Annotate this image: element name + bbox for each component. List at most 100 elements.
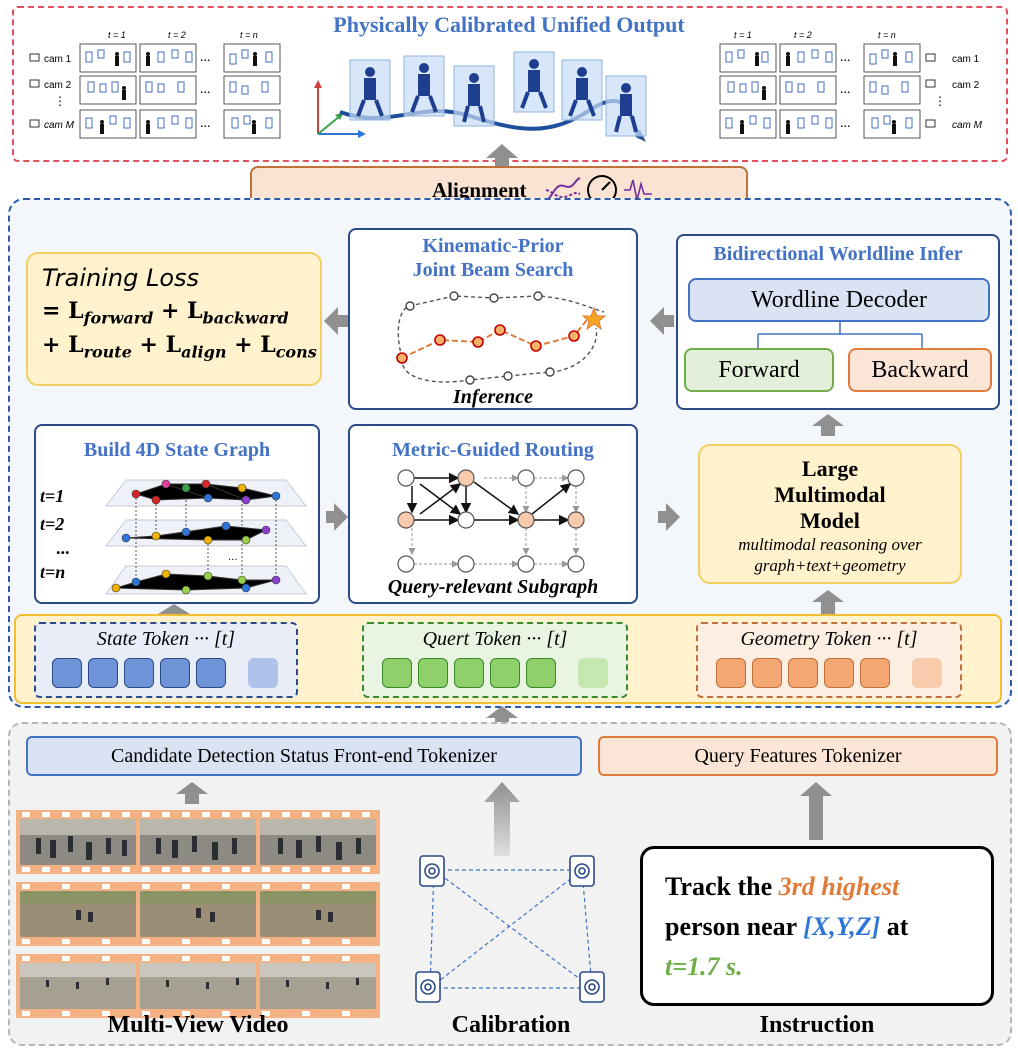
query-token — [526, 658, 556, 688]
geometry-token — [752, 658, 782, 688]
t-label: ... — [56, 538, 70, 558]
highlight-time: t=1.7 s. — [665, 952, 743, 981]
right-camera-grid: t = 1 t = 2 t = n cam 1 cam 2 ⋮ cam M — [718, 30, 998, 142]
vertical-ellipsis: ⋮ — [54, 94, 66, 108]
cam-label: cam 1 — [44, 54, 72, 65]
up-arrow — [486, 144, 518, 168]
up-arrow — [484, 782, 520, 856]
layer-ellipsis: ... — [228, 552, 238, 563]
up-arrow — [800, 782, 832, 840]
time-label: t = 2 — [168, 30, 186, 40]
state-graph-title: Build 4D State Graph — [83, 439, 271, 461]
time-label: t = n — [878, 30, 896, 40]
ellipsis: ... — [200, 116, 211, 131]
geometry-token-row: Geometry Token ··· [t] — [696, 622, 962, 698]
training-loss-title: Training Loss — [42, 264, 200, 292]
lmm-box: Large Multimodal Model multimodal reason… — [698, 444, 962, 584]
routing-panel: Metric-Guided Routing Query-relevant Sub… — [348, 424, 638, 604]
lmm-sub2: graph+text+geometry — [754, 556, 906, 575]
ellipsis: ... — [200, 82, 211, 97]
query-token — [418, 658, 448, 688]
geometry-token — [716, 658, 746, 688]
geometry-token — [860, 658, 890, 688]
beam-search-panel: Kinematic-Prior Joint Beam Search Infere… — [348, 228, 638, 410]
time-label: t = 1 — [734, 30, 752, 40]
cam-label: cam M — [952, 120, 982, 131]
highlight-coords: [X,Y,Z] — [803, 912, 881, 941]
beam-title-line2: Joint Beam Search — [412, 259, 574, 281]
time-label: t = 2 — [794, 30, 812, 40]
calibration-cameras — [415, 855, 605, 1003]
t-label: t=n — [40, 562, 66, 582]
routing-subgraph — [397, 469, 585, 573]
geometry-token — [912, 658, 942, 688]
state-token — [52, 658, 82, 688]
multi-view-video-strips — [16, 810, 380, 1018]
state-token-label: State Token ··· [t] — [96, 628, 236, 650]
routing-caption: Query-relevant Subgraph — [387, 576, 599, 598]
camera-frames — [719, 43, 936, 139]
vertical-ellipsis: ⋮ — [934, 94, 946, 108]
left-camera-grid: t = 1 t = 2 t = n cam 1 cam 2 ⋮ cam M — [28, 30, 288, 142]
state-graph-panel: Build 4D State Graph t=1 t=2 ... t=n ... — [34, 424, 320, 604]
forward-box: Forward — [684, 348, 834, 392]
lmm-sub1: multimodal reasoning over — [738, 535, 922, 554]
geometry-token-label: Geometry Token ··· [t] — [740, 628, 918, 650]
query-token-label: Quert Token ··· [t] — [422, 628, 568, 650]
bidirectional-title: Bidirectional Worldline Infer — [713, 243, 963, 265]
routing-title: Metric-Guided Routing — [392, 439, 594, 461]
video-label: Multi-View Video — [107, 1012, 289, 1038]
lmm-line3: Model — [800, 508, 860, 533]
cam-label: cam 2 — [44, 80, 72, 91]
loss-line-1: = Lforward + Lbackward — [42, 298, 289, 328]
state-token — [88, 658, 118, 688]
cam-label: cam 2 — [952, 80, 980, 91]
query-token — [454, 658, 484, 688]
state-graph-layers: ... — [104, 479, 308, 595]
backward-box: Backward — [848, 348, 992, 392]
cam-label: cam M — [44, 120, 74, 131]
lmm-line2: Multimodal — [774, 482, 886, 507]
highlight-rank: 3rd highest — [778, 872, 900, 901]
right-arrow — [326, 503, 348, 531]
instruction-text: Track the 3rd highest person near [X,Y,Z… — [665, 872, 909, 981]
time-label: t = 1 — [108, 30, 126, 40]
ellipsis: ... — [840, 116, 851, 131]
query-token — [578, 658, 608, 688]
left-arrow — [650, 307, 674, 335]
forward-label: Forward — [718, 357, 800, 383]
up-arrow — [176, 782, 208, 804]
up-arrow — [486, 706, 518, 734]
query-token — [490, 658, 520, 688]
state-token-row: State Token ··· [t] — [34, 622, 298, 698]
t-label: t=1 — [40, 486, 65, 506]
right-arrow — [658, 503, 680, 531]
geometry-token — [788, 658, 818, 688]
cam-label: cam 1 — [952, 54, 980, 65]
output-title: Physically Calibrated Unified Output — [333, 12, 685, 37]
beam-search-graph — [396, 291, 607, 385]
query-token — [382, 658, 412, 688]
left-arrow — [324, 307, 348, 335]
beam-caption: Inference — [453, 386, 533, 408]
state-token — [124, 658, 154, 688]
instruction-label: Instruction — [759, 1012, 875, 1038]
candidate-tokenizer-label: Candidate Detection Status Front-end Tok… — [111, 745, 497, 767]
bidirectional-panel: Bidirectional Worldline Infer Wordline D… — [676, 234, 1000, 410]
geometry-token — [824, 658, 854, 688]
query-tokenizer-box: Query Features Tokenizer — [598, 736, 998, 776]
unified-output-region — [12, 6, 1008, 162]
state-token — [248, 658, 278, 688]
t-label: t=2 — [40, 514, 65, 534]
up-arrow — [158, 604, 190, 622]
backward-label: Backward — [871, 357, 969, 383]
lmm-line1: Large — [801, 456, 859, 481]
trajectory-illustration — [314, 51, 647, 142]
state-token — [160, 658, 190, 688]
ellipsis: ... — [200, 50, 211, 65]
ellipsis: ... — [840, 50, 851, 65]
candidate-tokenizer-box: Candidate Detection Status Front-end Tok… — [26, 736, 582, 776]
camera-frames — [29, 43, 281, 139]
beam-title-line1: Kinematic-Prior — [422, 235, 564, 257]
ellipsis: ... — [840, 82, 851, 97]
